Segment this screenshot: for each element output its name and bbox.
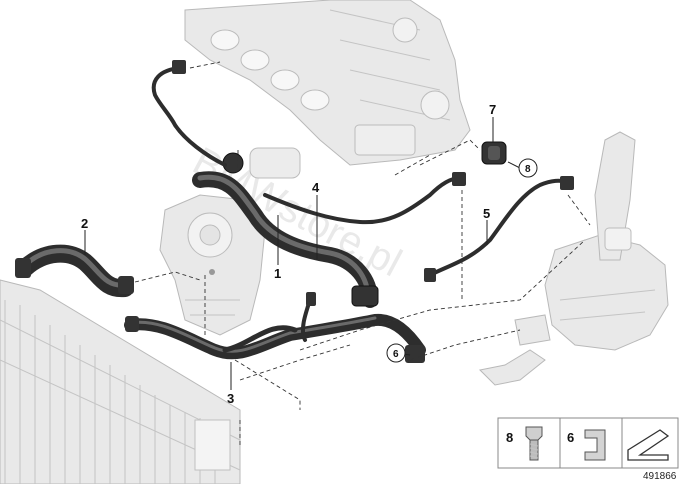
callout-3: 3 xyxy=(227,391,234,406)
vent-line-upper[interactable] xyxy=(151,60,227,167)
svg-text:2: 2 xyxy=(81,216,88,231)
vent-line-5[interactable] xyxy=(424,176,574,282)
svg-text:8: 8 xyxy=(506,430,513,445)
callout-1: 1 xyxy=(274,266,281,281)
callout-8-circled: 8 xyxy=(518,158,538,178)
part-7-fitting[interactable] xyxy=(481,141,507,165)
svg-text:5: 5 xyxy=(483,206,490,221)
clip-icon xyxy=(584,429,606,461)
callout-7: 7 xyxy=(489,102,496,117)
direction-arrow-icon xyxy=(627,429,670,461)
coolant-hose-3[interactable] xyxy=(124,313,426,363)
coolant-hose-2[interactable] xyxy=(15,244,134,298)
legend-item-6[interactable]: 6 xyxy=(559,417,623,469)
svg-text:8: 8 xyxy=(525,164,531,175)
turbocharger xyxy=(159,147,301,336)
connection-lines xyxy=(134,61,591,445)
svg-text:6: 6 xyxy=(393,349,399,360)
callout-4: 4 xyxy=(312,180,320,195)
svg-text:3: 3 xyxy=(227,391,234,406)
svg-text:4: 4 xyxy=(312,180,320,195)
callout-6-circled: 6 xyxy=(386,343,406,363)
svg-text:7: 7 xyxy=(489,102,496,117)
svg-text:6: 6 xyxy=(567,430,574,445)
diagram-id: 491866 xyxy=(643,471,677,482)
coolant-hose-1[interactable] xyxy=(192,152,379,308)
callout-5: 5 xyxy=(483,206,490,221)
vent-line-4[interactable] xyxy=(263,172,466,342)
legend-arrow xyxy=(621,417,679,469)
expansion-tank xyxy=(478,131,669,386)
radiator xyxy=(0,279,241,484)
engine-head xyxy=(184,0,471,166)
bolt-icon xyxy=(525,426,543,461)
legend-item-8[interactable]: 8 xyxy=(497,417,561,469)
svg-text:1: 1 xyxy=(274,266,281,281)
callout-2: 2 xyxy=(81,216,88,231)
